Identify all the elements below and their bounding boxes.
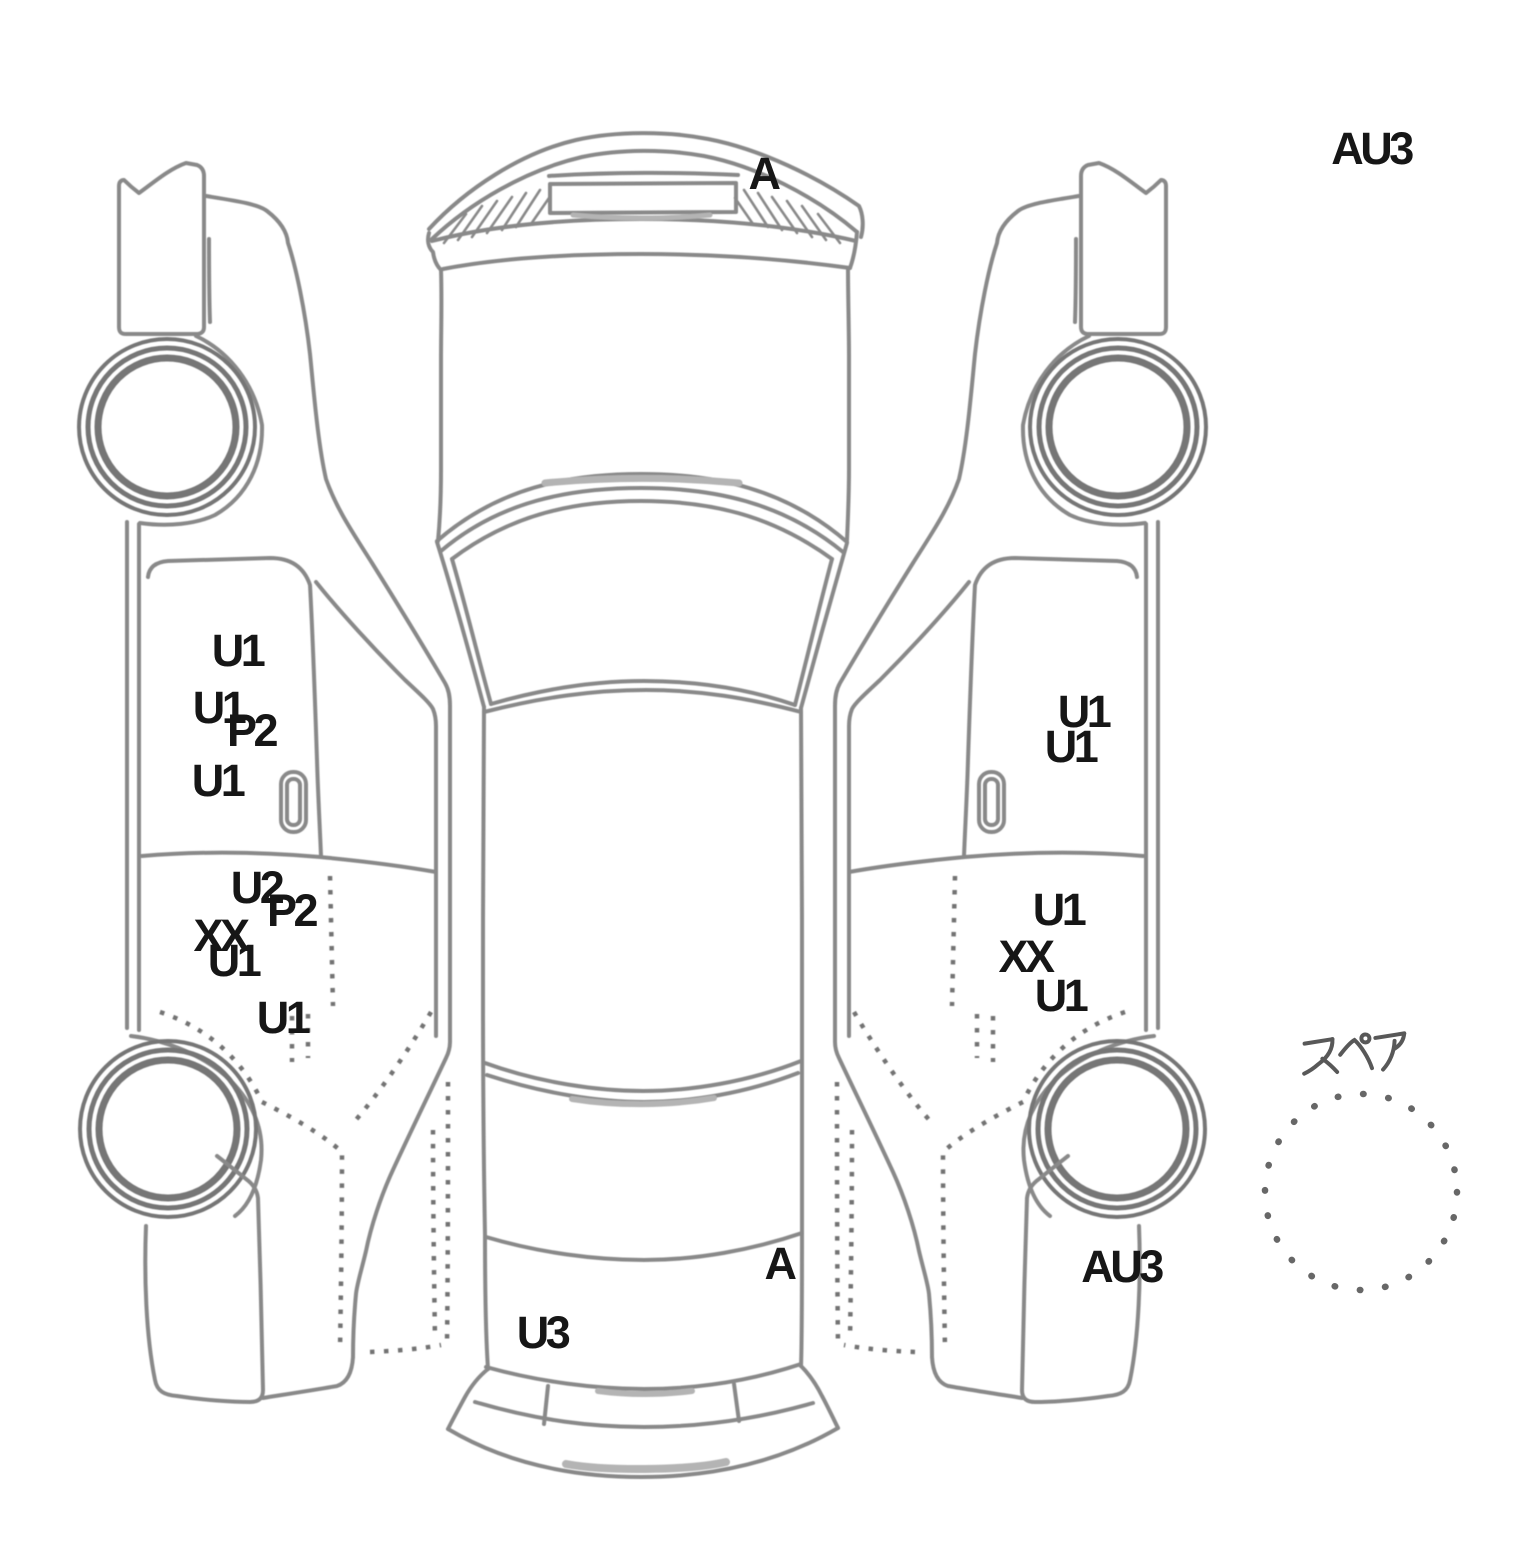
svg-text:U2: U2 [231,862,284,913]
svg-text:U3: U3 [517,1307,570,1358]
svg-text:U1: U1 [1033,884,1086,935]
svg-text:A: A [749,148,781,199]
svg-text:U1: U1 [1045,721,1098,772]
svg-text:U1: U1 [1035,970,1088,1021]
svg-text:U1: U1 [212,625,265,676]
svg-text:P2: P2 [267,885,318,936]
svg-text:U1: U1 [192,755,245,806]
svg-text:XX: XX [998,931,1055,982]
svg-text:U1: U1 [257,992,310,1043]
svg-text:U1: U1 [193,682,246,733]
svg-text:XX: XX [193,910,250,961]
svg-text:P2: P2 [227,705,278,756]
svg-text:AU3: AU3 [1331,123,1413,174]
svg-text:U1: U1 [208,935,261,986]
svg-text:U1: U1 [1058,686,1111,737]
svg-text:A: A [765,1238,797,1289]
svg-text:AU3: AU3 [1081,1241,1163,1292]
